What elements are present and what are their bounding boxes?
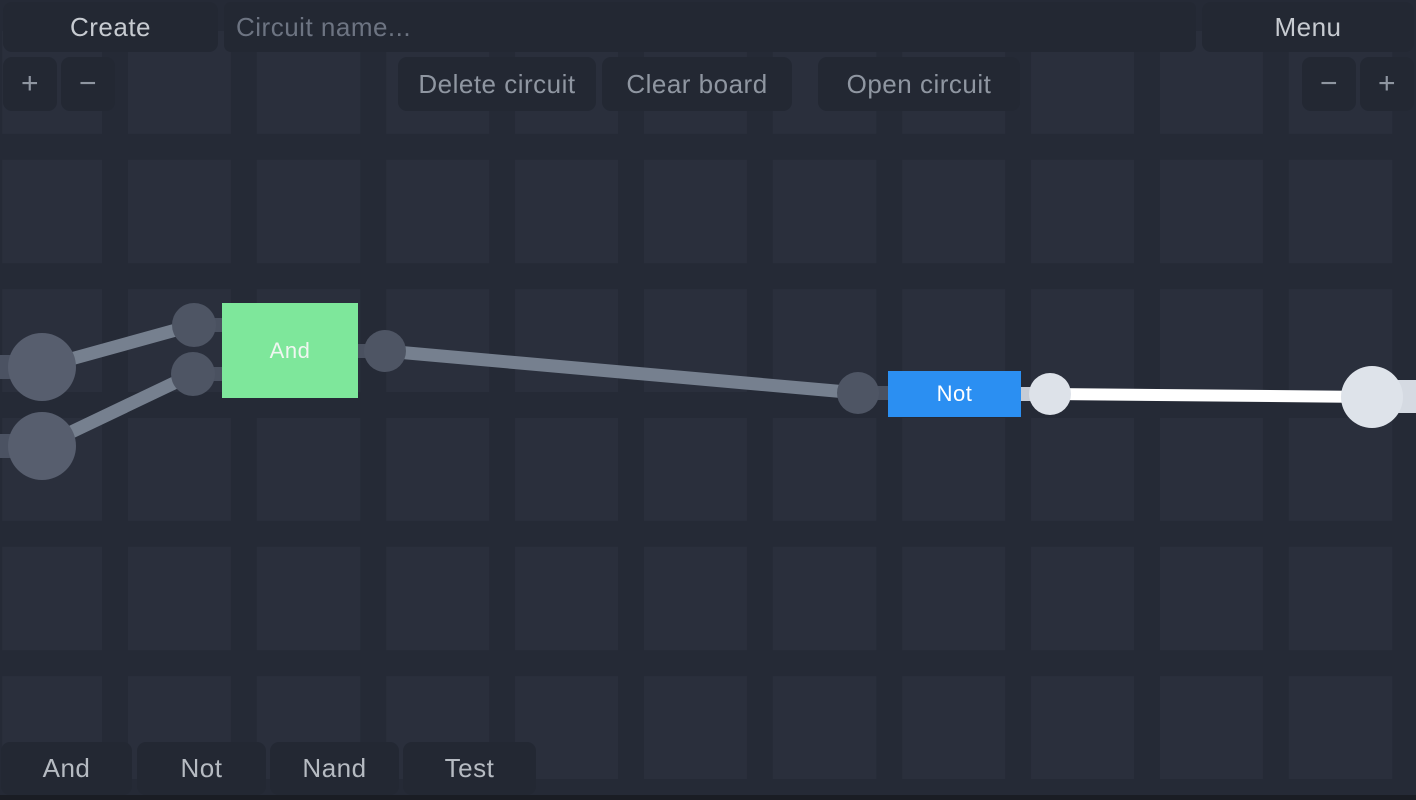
minus-icon: − <box>1319 67 1339 100</box>
input-terminal-1[interactable] <box>8 333 76 401</box>
zoom-in-button-right[interactable]: + <box>1360 57 1414 111</box>
bottom-edge-strip <box>0 795 1416 800</box>
palette-item-nand[interactable]: Nand <box>270 742 399 795</box>
not-gate[interactable]: Not <box>888 371 1021 417</box>
and-gate-label: And <box>269 337 311 363</box>
not-input-node[interactable] <box>837 372 879 414</box>
input-terminal-2[interactable] <box>8 412 76 480</box>
wire-and-to-not[interactable] <box>384 344 859 400</box>
circuit-name-input[interactable] <box>224 2 1196 52</box>
and-output-node[interactable] <box>364 330 406 372</box>
zoom-in-button-left[interactable]: + <box>3 57 57 111</box>
wire-not-to-output[interactable] <box>1049 388 1373 403</box>
delete-circuit-button[interactable]: Delete circuit <box>398 57 596 111</box>
not-output-node[interactable] <box>1029 373 1071 415</box>
palette-item-test[interactable]: Test <box>403 742 536 795</box>
menu-button[interactable]: Menu <box>1202 2 1414 52</box>
plus-icon: + <box>20 67 40 100</box>
create-button[interactable]: Create <box>3 2 218 52</box>
not-gate-label: Not <box>936 381 973 406</box>
and-input-node-1[interactable] <box>172 303 216 347</box>
clear-board-button[interactable]: Clear board <box>602 57 792 111</box>
minus-icon: − <box>78 67 98 100</box>
zoom-out-button-left[interactable]: − <box>61 57 115 111</box>
and-gate[interactable]: And <box>222 303 358 398</box>
output-terminal-1[interactable] <box>1341 366 1403 428</box>
palette-item-and[interactable]: And <box>1 742 132 795</box>
zoom-out-button-right[interactable]: − <box>1302 57 1356 111</box>
plus-icon: + <box>1377 67 1397 100</box>
open-circuit-button[interactable]: Open circuit <box>818 57 1020 111</box>
palette-item-not[interactable]: Not <box>137 742 266 795</box>
and-input-node-2[interactable] <box>171 352 215 396</box>
